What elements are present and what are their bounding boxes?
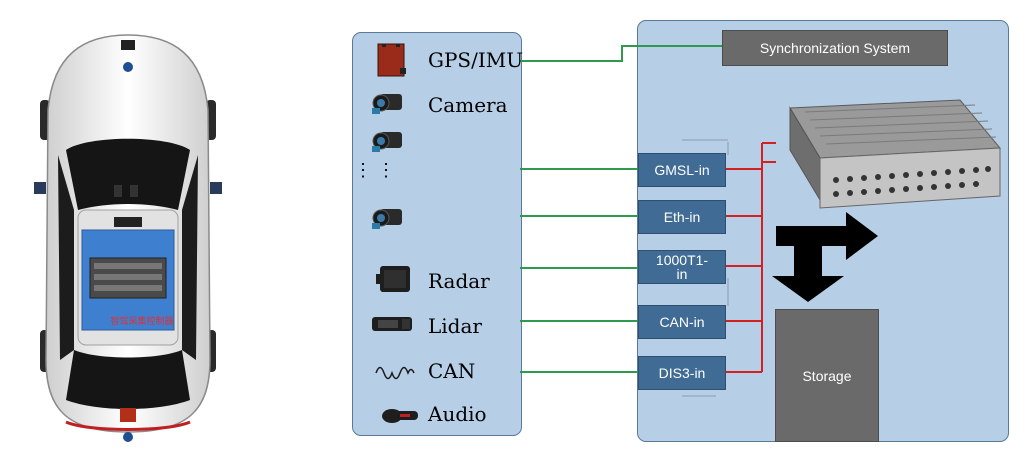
gps-imu-icon [377,43,406,77]
can-in-box: CAN-in [638,305,726,339]
sensor-label-can: CAN [428,359,476,383]
camera-icon [372,209,402,229]
t1-in-box: 1000T1- in [638,250,726,284]
camera-icon [372,94,402,114]
synchronization-system-box: Synchronization System [722,30,948,66]
dis3-in-box: DIS3-in [638,356,726,390]
storage-box: Storage [775,309,879,442]
ellipsis: ⋮ ⋮ [354,160,396,180]
car-screen-label: 智驾采集控制器 [110,317,174,327]
sensor-label-audio: Audio [428,402,487,426]
camera-icon [372,132,402,152]
microphone-icon [382,409,418,423]
sensor-label-radar: Radar [428,269,490,293]
radar-icon [376,266,410,292]
lidar-icon [372,317,412,331]
t1-in-label-line2: in [676,266,688,282]
sensor-label-gps: GPS/IMU [428,48,524,72]
can-waveform-icon [375,366,415,380]
gmsl-in-box: GMSL-in [638,153,726,187]
sensor-label-lidar: Lidar [428,314,482,338]
eth-in-box: Eth-in [638,200,726,234]
sensor-label-camera: Camera [428,93,508,117]
t1-in-label-line1: 1000T1- [655,252,709,268]
car-top-view [34,34,222,442]
sensor-panel [352,32,522,436]
